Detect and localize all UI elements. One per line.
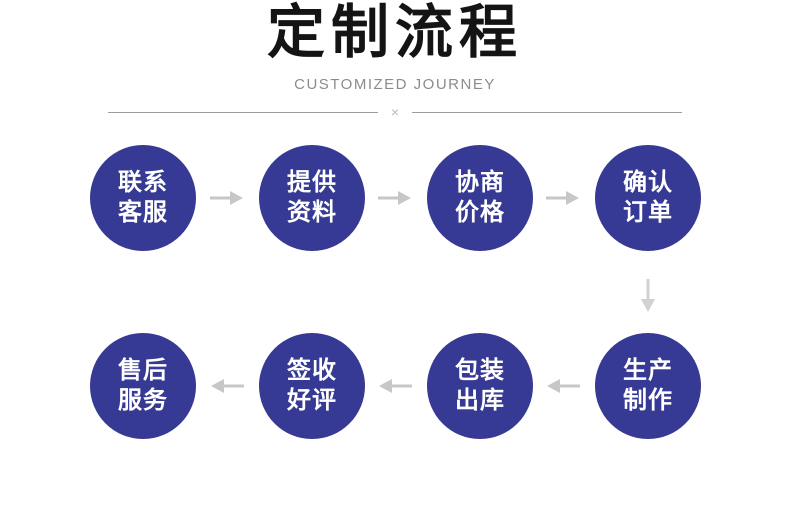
step-label-line: 好评 <box>287 387 337 414</box>
step-label-line: 提供 <box>287 169 337 196</box>
step-label-line: 客服 <box>118 199 168 226</box>
step-production: 生产 制作 <box>595 333 701 439</box>
step-label-line: 制作 <box>623 387 673 414</box>
step-label-line: 服务 <box>118 387 168 414</box>
step-label-line: 售后 <box>118 357 168 384</box>
step-sign-and-review: 签收 好评 <box>259 333 365 439</box>
page-title: 定制流程 <box>266 0 523 65</box>
divider-line-left <box>108 111 378 113</box>
arrow-right-icon <box>210 191 243 205</box>
step-provide-materials: 提供 资料 <box>259 145 365 251</box>
step-label-line: 协商 <box>455 169 505 196</box>
step-contact-service: 联系 客服 <box>90 145 196 251</box>
step-label-line: 出库 <box>455 387 505 414</box>
step-label-line: 确认 <box>623 169 673 196</box>
step-label-line: 生产 <box>623 357 673 384</box>
step-confirm-order: 确认 订单 <box>595 145 701 251</box>
divider-line-right <box>412 111 682 113</box>
step-label-line: 联系 <box>118 169 168 196</box>
divider-x-icon: × <box>390 104 400 120</box>
arrow-down-icon <box>641 279 655 312</box>
step-negotiate-price: 协商 价格 <box>427 145 533 251</box>
step-after-sales-service: 售后 服务 <box>90 333 196 439</box>
step-label-line: 订单 <box>623 199 673 226</box>
arrow-left-icon <box>211 379 244 393</box>
step-label-line: 签收 <box>287 357 337 384</box>
step-label-line: 价格 <box>455 199 505 226</box>
page-subtitle: CUSTOMIZED JOURNEY <box>294 76 496 93</box>
arrow-right-icon <box>546 191 579 205</box>
divider: × <box>108 104 682 120</box>
arrow-right-icon <box>378 191 411 205</box>
arrow-left-icon <box>379 379 412 393</box>
arrow-left-icon <box>547 379 580 393</box>
step-label-line: 包装 <box>455 357 505 384</box>
step-pack-and-ship: 包装 出库 <box>427 333 533 439</box>
step-label-line: 资料 <box>287 199 337 226</box>
